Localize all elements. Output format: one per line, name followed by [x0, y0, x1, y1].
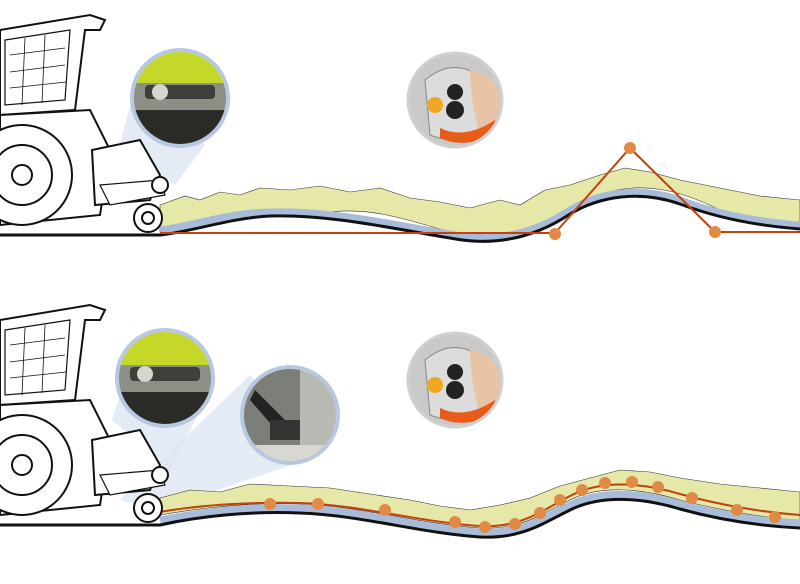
bottom-scenario [0, 303, 800, 539]
sensor-dot [709, 226, 721, 238]
harvester-illustration [0, 13, 169, 233]
sensor-dot [554, 494, 566, 506]
sensor-dot [534, 507, 546, 519]
joystick-inset [406, 51, 504, 149]
sensor-dot [264, 498, 276, 510]
joystick-inset [406, 331, 504, 429]
sensor-dots [549, 142, 721, 240]
sensor-dot [312, 498, 324, 510]
crop-layer [159, 469, 800, 529]
crop-layer [159, 167, 800, 241]
mechanism-inset [130, 48, 230, 148]
harvester-illustration [0, 303, 169, 523]
sensor-dots [264, 476, 781, 533]
sensor-dot [624, 142, 636, 154]
ground-line [0, 497, 800, 539]
sensor-dot [449, 516, 461, 528]
sensor-dot [379, 504, 391, 516]
sensor-dot [769, 511, 781, 523]
top-scenario [0, 13, 800, 243]
sensor-dot [626, 476, 638, 488]
sensor-dot [599, 477, 611, 489]
sensor-dot [731, 504, 743, 516]
sensor-dot [652, 481, 664, 493]
sensor-dot [576, 484, 588, 496]
sensor-dot [479, 521, 491, 533]
soil-layer [159, 188, 800, 241]
sensor-dot [509, 518, 521, 530]
sensor-dot [686, 492, 698, 504]
sensor-inset [240, 365, 340, 465]
sensor-dot [549, 228, 561, 240]
